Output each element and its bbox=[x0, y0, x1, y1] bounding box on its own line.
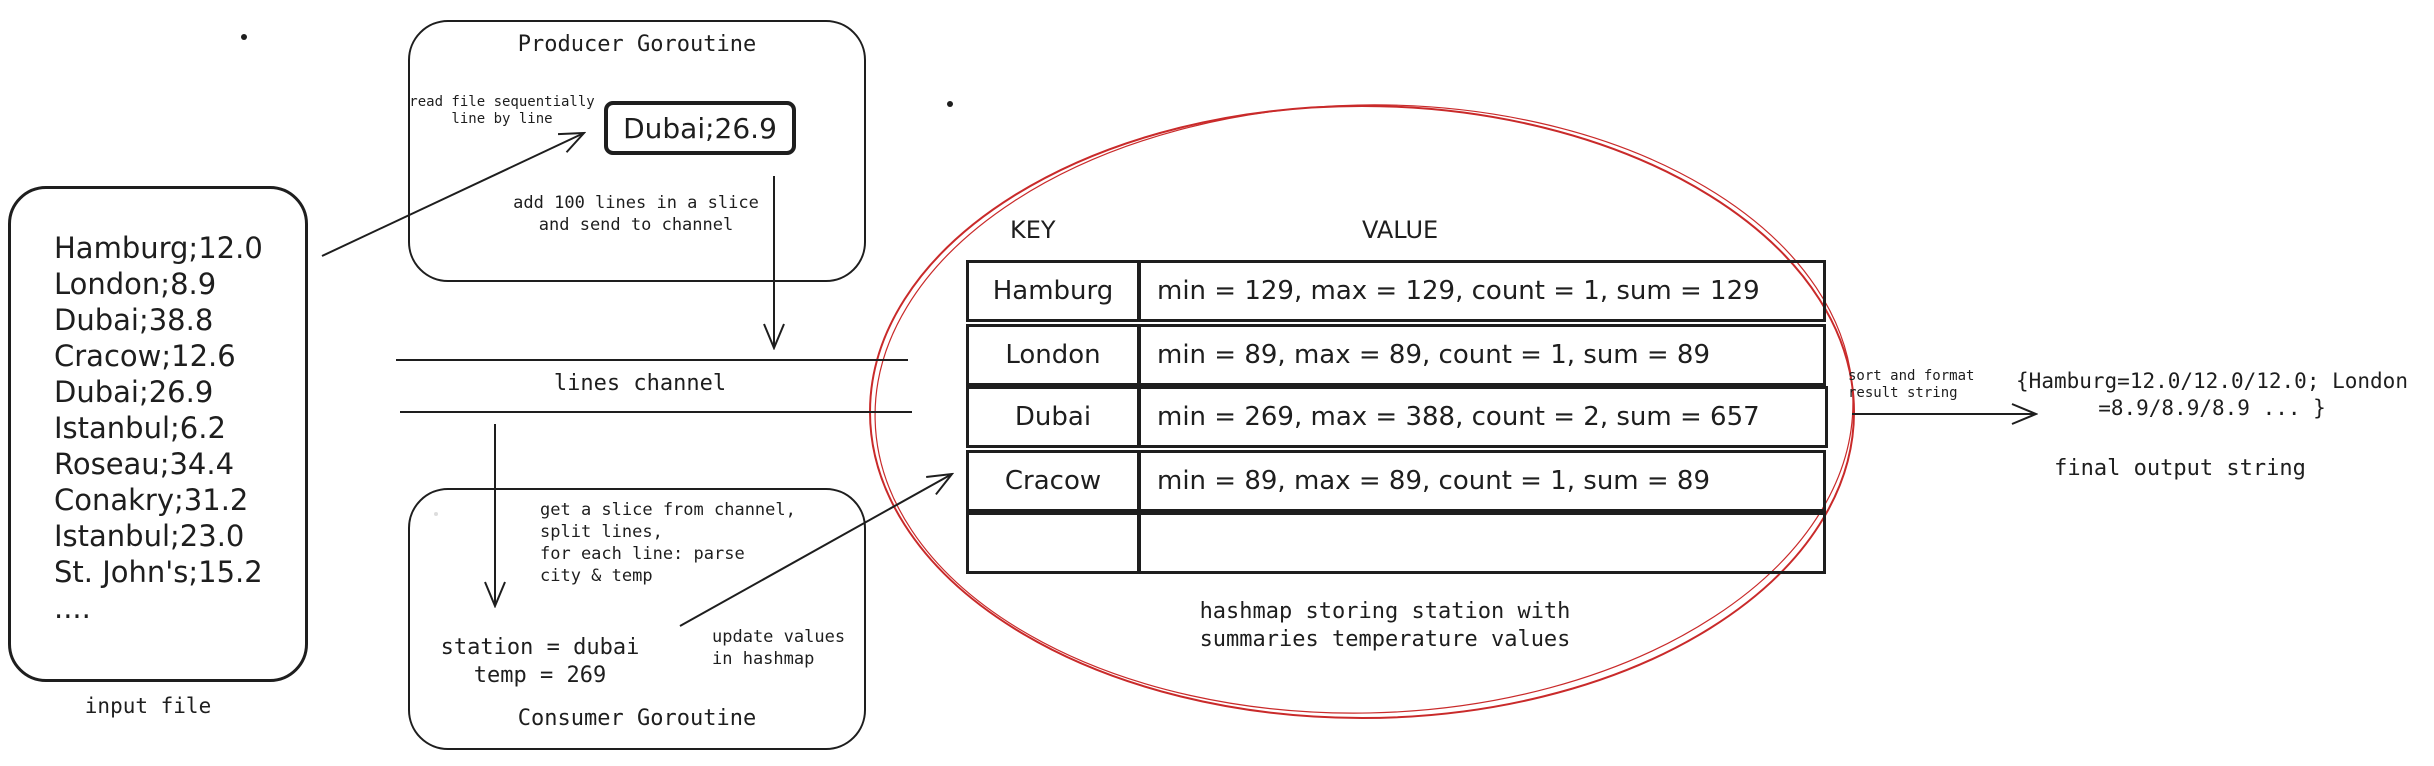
hashmap-value-cell: min = 89, max = 89, count = 1, sum = 89 bbox=[1138, 450, 1826, 512]
hashmap-caption: hashmap storing station with summaries t… bbox=[1199, 599, 1571, 652]
input-file-line: Cracow;12.6 bbox=[54, 339, 236, 373]
final-output-caption: final output string bbox=[2054, 456, 2306, 481]
read-file-arrow bbox=[321, 133, 584, 257]
current-line-record: Dubai;26.9 bbox=[604, 101, 796, 155]
hashmap-value-cell: min = 89, max = 89, count = 1, sum = 89 bbox=[1138, 324, 1826, 386]
send-to-channel-note: add 100 lines in a slice and send to cha… bbox=[513, 193, 759, 235]
input-file-line: Istanbul;23.0 bbox=[54, 519, 245, 553]
stray-dot bbox=[947, 101, 953, 107]
update-hashmap-note: update values in hashmap bbox=[712, 627, 846, 669]
input-file-line: Hamburg;12.0 bbox=[54, 231, 263, 265]
hashmap-value-cell bbox=[1138, 512, 1826, 574]
hashmap-value-cell: min = 269, max = 388, count = 2, sum = 6… bbox=[1138, 386, 1828, 448]
input-file-line: St. John's;15.2 bbox=[54, 555, 263, 589]
input-file-line: Roseau;34.4 bbox=[54, 447, 235, 481]
hashmap-key-cell: London bbox=[966, 324, 1140, 386]
input-file-line: Istanbul;6.2 bbox=[54, 411, 226, 445]
input-file-line: Conakry;31.2 bbox=[54, 483, 249, 517]
hashmap-key-cell: Hamburg bbox=[966, 260, 1140, 322]
producer-goroutine-box bbox=[408, 20, 866, 282]
hashmap-key-cell: Cracow bbox=[966, 450, 1140, 512]
channel-label: lines channel bbox=[553, 371, 727, 396]
sort-format-note: sort and format result string bbox=[1848, 368, 1975, 401]
update-hashmap-arrow bbox=[679, 474, 952, 627]
stray-dot bbox=[241, 34, 247, 40]
input-file-line: London;8.9 bbox=[54, 267, 217, 301]
input-file-line: Dubai;26.9 bbox=[54, 375, 214, 409]
hashmap-value-cell: min = 129, max = 129, count = 1, sum = 1… bbox=[1138, 260, 1826, 322]
consumer-parse-note: get a slice from channel, split lines, f… bbox=[540, 500, 796, 586]
value-column-header: VALUE bbox=[1362, 216, 1439, 244]
read-file-note: read file sequentially line by line bbox=[409, 94, 595, 127]
consumer-title: Consumer Goroutine bbox=[517, 706, 757, 731]
input-file-line: .... bbox=[54, 591, 91, 625]
input-file-caption: input file bbox=[84, 694, 212, 718]
hashmap-key-cell: Dubai bbox=[966, 386, 1140, 448]
input-file-box bbox=[8, 186, 308, 682]
hashmap-key-cell bbox=[966, 512, 1140, 574]
key-column-header: KEY bbox=[1010, 216, 1056, 244]
input-file-line: Dubai;38.8 bbox=[54, 303, 214, 337]
producer-title: Producer Goroutine bbox=[517, 32, 757, 57]
parsed-values: station = dubai temp = 269 bbox=[440, 635, 640, 688]
final-output-string: {Hamburg=12.0/12.0/12.0; London =8.9/8.9… bbox=[2016, 369, 2408, 420]
consumer-goroutine-box bbox=[408, 488, 866, 750]
